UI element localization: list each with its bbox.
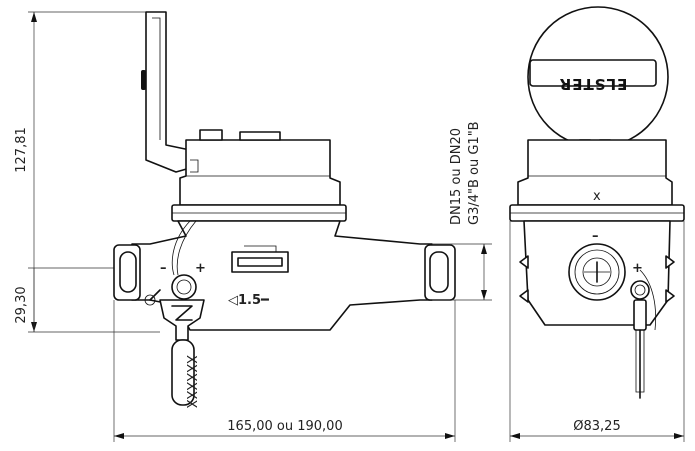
seal-code-label: XXXXXX xyxy=(183,355,198,409)
plus-label-right: + xyxy=(632,261,643,276)
minus-label-left: – xyxy=(160,261,167,276)
lid-hinge xyxy=(141,70,146,90)
dimension-length: 165,00 ou 190,00 xyxy=(113,300,456,442)
dimension-diameter: Ø83,25 xyxy=(509,221,685,442)
meter-side-view: – + ◁1.5━ XXXXXX xyxy=(113,11,456,409)
thread-dimension: DN15 ou DN20 G3/4"B ou G1"B xyxy=(432,121,492,301)
length-label: 165,00 ou 190,00 xyxy=(227,419,342,434)
thread-line1: DN15 ou DN20 xyxy=(449,128,464,225)
diameter-label: Ø83,25 xyxy=(573,419,620,434)
brand-logo-mirrored: ELSTER xyxy=(559,75,628,93)
plus-label-left: + xyxy=(195,261,206,276)
height-axis-label: 29,30 xyxy=(14,286,29,323)
thread-line2: G3/4"B ou G1"B xyxy=(467,121,482,225)
dimension-height-total: 127,81 xyxy=(14,11,160,333)
dimension-height-axis: 29,30 xyxy=(14,267,120,332)
small-x-label: x xyxy=(593,189,601,204)
lid xyxy=(145,11,191,173)
height-total-label: 127,81 xyxy=(14,127,29,173)
minus-label-right: – xyxy=(592,229,599,244)
flow-arrow-label: ◁1.5━ xyxy=(228,293,269,308)
meter-front-view: ELSTER x – + xyxy=(509,6,685,399)
